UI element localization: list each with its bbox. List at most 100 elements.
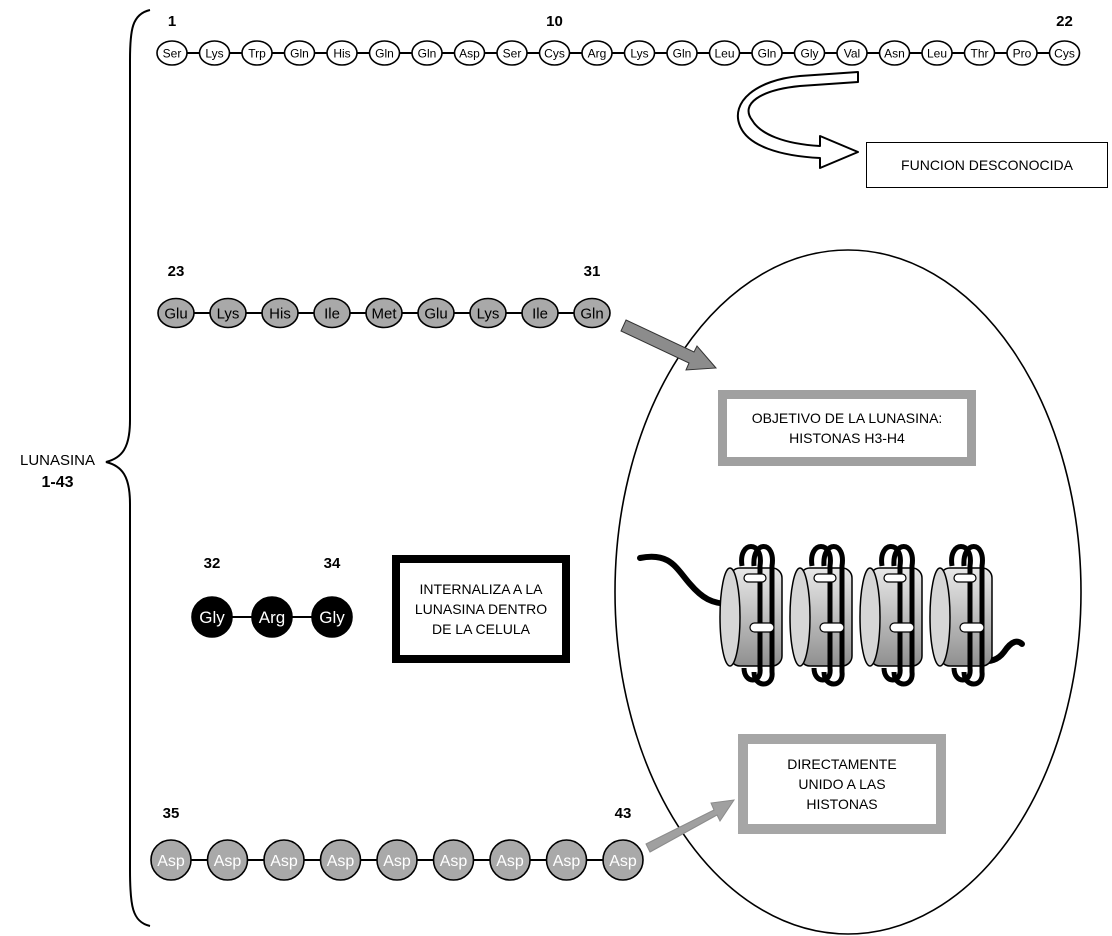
nucleosome-3 bbox=[859, 544, 923, 687]
dna-wrap bbox=[949, 544, 973, 683]
residue-seg1-13: Gln bbox=[666, 40, 698, 66]
residue-seg2-1: Glu bbox=[157, 297, 195, 329]
residue-seg1-12: Lys bbox=[623, 40, 656, 66]
residue-label: Asp bbox=[496, 853, 524, 870]
residue-circle bbox=[241, 40, 273, 66]
residue-label: Gln bbox=[290, 46, 309, 60]
dna-wrap bbox=[751, 544, 775, 687]
residue-seg4-4: Asp bbox=[319, 839, 362, 881]
residue-seg1-6: Gln bbox=[368, 40, 401, 66]
tail-mark-top bbox=[743, 573, 767, 583]
position-number-seg1-2: 10 bbox=[546, 13, 563, 30]
dna-wrap bbox=[879, 544, 903, 683]
residue-label: Lys bbox=[477, 305, 500, 322]
residue-circle bbox=[326, 40, 358, 66]
residue-seg4-5: Asp bbox=[376, 839, 418, 881]
nucleosome-2 bbox=[789, 544, 853, 687]
residue-seg1-17: Val bbox=[836, 40, 868, 66]
histone-core-face bbox=[789, 567, 811, 667]
residue-seg3-2: Arg bbox=[251, 596, 293, 638]
residue-circle bbox=[581, 40, 613, 66]
tail-mark-bottom bbox=[749, 622, 775, 633]
residue-circle bbox=[156, 40, 188, 66]
residue-circle bbox=[368, 40, 401, 66]
residue-circle bbox=[538, 40, 571, 66]
residue-seg4-1: Asp bbox=[150, 839, 192, 881]
residue-label: Gln bbox=[758, 46, 777, 60]
residue-seg4-8: Asp bbox=[545, 839, 588, 881]
residue-circle bbox=[319, 839, 362, 881]
residue-label: Lys bbox=[217, 305, 240, 322]
residue-label: Leu bbox=[927, 46, 947, 60]
residue-seg4-2: Asp bbox=[206, 839, 249, 881]
residue-seg1-8: Asp bbox=[453, 40, 486, 66]
residue-circle bbox=[209, 297, 247, 329]
residue-circle bbox=[545, 839, 588, 881]
residue-circle bbox=[836, 40, 868, 66]
residue-label: Ser bbox=[163, 46, 182, 60]
position-number-seg3-1: 32 bbox=[204, 555, 221, 572]
residue-label: Asp bbox=[327, 853, 355, 870]
residue-circle bbox=[376, 839, 418, 881]
tail-mark-bottom bbox=[959, 622, 985, 633]
position-number-seg4-2: 43 bbox=[615, 805, 632, 822]
residue-label: Pro bbox=[1013, 46, 1032, 60]
residue-label: Gly bbox=[199, 608, 225, 627]
residue-circle bbox=[469, 297, 507, 329]
residue-circle bbox=[283, 40, 316, 66]
position-number-seg1-1: 1 bbox=[168, 13, 176, 30]
residue-seg1-3: Trp bbox=[241, 40, 273, 66]
residue-label: Arg bbox=[259, 608, 285, 627]
residue-seg1-22: Cys bbox=[1048, 40, 1081, 66]
residue-label: Asn bbox=[884, 46, 905, 60]
dna-wrap bbox=[809, 544, 833, 683]
residue-label: Glu bbox=[424, 305, 447, 322]
residue-seg3-1: Gly bbox=[191, 596, 233, 638]
arrow-to-cell bbox=[620, 319, 718, 371]
curved-arrow bbox=[737, 71, 859, 169]
position-number-seg3-2: 34 bbox=[324, 555, 341, 572]
residue-seg1-11: Arg bbox=[581, 40, 613, 66]
residue-seg1-15: Gln bbox=[751, 40, 783, 66]
internalizes-box: INTERNALIZA A LA LUNASINA DENTRO DE LA C… bbox=[392, 555, 570, 663]
residue-label: Asp bbox=[609, 853, 637, 870]
residue-label: Arg bbox=[588, 46, 607, 60]
residue-label: Lys bbox=[630, 46, 648, 60]
cell-ellipse bbox=[614, 249, 1082, 935]
residue-circle bbox=[878, 40, 911, 66]
residue-label: His bbox=[269, 305, 291, 322]
residue-circle bbox=[666, 40, 698, 66]
residue-circle bbox=[411, 40, 443, 66]
target-box: OBJETIVO DE LA LUNASINA: HISTONAS H3-H4 bbox=[718, 390, 976, 466]
residue-label: Asp bbox=[459, 46, 480, 60]
unknown-function-text: FUNCION DESCONOCIDA bbox=[901, 157, 1073, 173]
residue-circle bbox=[417, 297, 455, 329]
residue-circle bbox=[150, 839, 192, 881]
internalizes-text-line2: LUNASINA DENTRO bbox=[414, 601, 548, 617]
residue-seg1-4: Gln bbox=[283, 40, 316, 66]
residue-circle bbox=[313, 297, 351, 329]
residue-seg2-9: Gln bbox=[573, 297, 611, 329]
residue-seg2-8: Ile bbox=[521, 297, 559, 329]
binds-text-line3: HISTONAS bbox=[806, 796, 878, 812]
residue-seg1-10: Cys bbox=[538, 40, 571, 66]
residue-seg1-2: Lys bbox=[198, 40, 231, 66]
histone-core-face bbox=[859, 567, 881, 667]
binds-text-line2: UNIDO A LAS bbox=[798, 776, 886, 792]
dna-wrap bbox=[739, 544, 763, 683]
position-number-seg4-1: 35 bbox=[163, 805, 180, 822]
residue-seg1-14: Leu bbox=[708, 40, 741, 66]
tail-mark-bottom bbox=[819, 622, 845, 633]
residue-seg2-6: Glu bbox=[417, 297, 455, 329]
residue-circle bbox=[489, 839, 531, 881]
arrow-to-histones bbox=[645, 799, 736, 853]
internalizes-text-line1: INTERNALIZA A LA bbox=[419, 581, 543, 597]
internalizes-text-line3: DE LA CELULA bbox=[431, 621, 531, 637]
residue-seg1-16: Gly bbox=[793, 40, 826, 66]
histone-core-face bbox=[719, 567, 741, 667]
residue-seg1-9: Ser bbox=[496, 40, 528, 66]
residue-label: Asp bbox=[157, 853, 185, 870]
residue-seg2-7: Lys bbox=[469, 297, 507, 329]
